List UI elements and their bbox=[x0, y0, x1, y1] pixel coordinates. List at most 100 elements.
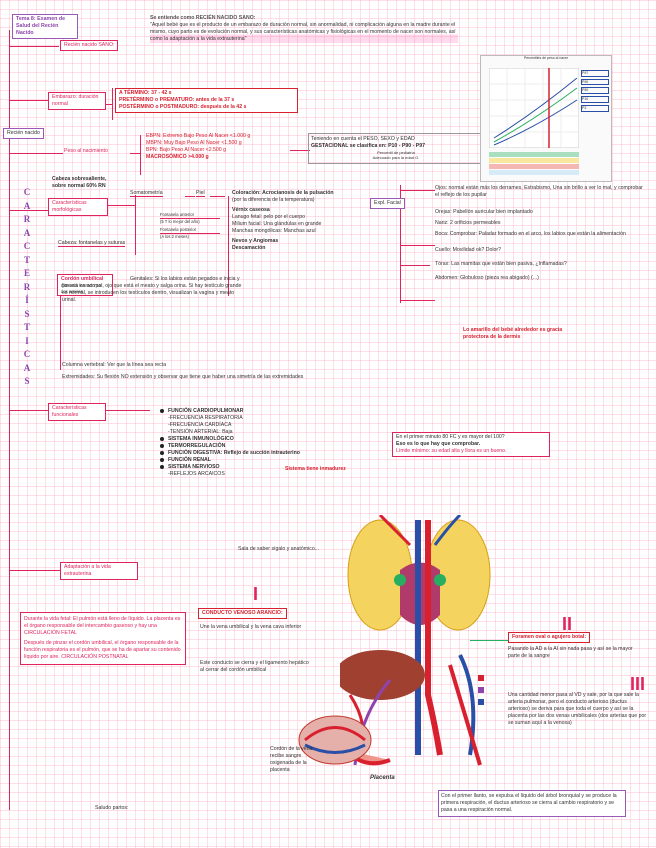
facial-item: Ojos: normal están más los derrames, Est… bbox=[435, 185, 645, 209]
chart-tag: P3 bbox=[581, 105, 609, 112]
piel-item: Lanugo fetal: pelo por el cuerpo bbox=[232, 214, 372, 221]
fontanela-item: Fontanela anterior bbox=[160, 212, 220, 219]
ductus-text: Una cantidad menor pasa al VD y sale, po… bbox=[508, 692, 646, 726]
gestacion-box: A TÉRMINO: 37 - 42 s PRETÉRMINO o PREMAT… bbox=[115, 88, 298, 113]
circ-fetal-box: Durante la vida fetal: El pulmón está ll… bbox=[20, 612, 186, 665]
legend-swatch bbox=[478, 687, 484, 693]
fontanelas-list: Fontanela anterior (5 T lo mejor del año… bbox=[160, 212, 220, 240]
extremidades-block: Extremidades: Su flexión NO extensión y … bbox=[62, 374, 382, 381]
embarazo-label: Embarazo: duración normal bbox=[48, 92, 106, 110]
conducto-title-text: CONDUCTO VENOSO ARANCIO: bbox=[202, 610, 283, 616]
vertical-letter: C bbox=[22, 348, 32, 362]
gestacion-item: A TÉRMINO: 37 - 42 s bbox=[119, 90, 294, 97]
rn-label: Recién nacido bbox=[3, 128, 44, 139]
vertical-letter: C bbox=[22, 186, 32, 200]
vertical-letter: C bbox=[22, 240, 32, 254]
piel-item: (por la diferencia de la temperatura) bbox=[232, 197, 372, 204]
fontanela-item: (A los 2 meses) bbox=[160, 234, 220, 240]
foramen-title-text: Foramen oval o agujero botal: bbox=[512, 634, 586, 640]
gestacion-item: PRETÉRMINO o PREMATURO: antes de la 37 s bbox=[119, 97, 294, 104]
piel-text: Piel bbox=[196, 190, 205, 197]
fontanela-item: (5 T lo mejor del año) bbox=[160, 219, 220, 225]
columna-block: Columna vertebral: Ver que la línea sea … bbox=[62, 362, 262, 369]
adaptacion-text: Adaptación a la vida extrauterina bbox=[64, 564, 111, 577]
percentil-line4: Adecuado para la edad G. bbox=[311, 155, 481, 160]
chart-tag: P50 bbox=[581, 87, 609, 94]
funcion-item: -TENSIÓN ARTERIAL: Baja bbox=[160, 429, 370, 436]
expl-facial-label: Expl. Facial bbox=[370, 198, 405, 209]
percentil-box: Teniendo en cuenta el PESO, SEXO y EDAD … bbox=[308, 133, 484, 164]
chart-caption: Percentiles de peso al nacer bbox=[481, 56, 611, 61]
intro-section: Se entiende como RECIÉN NACIDO SANO: "Aq… bbox=[150, 15, 458, 43]
percentil-line1: Teniendo en cuenta el PESO, SEXO y EDAD bbox=[311, 136, 481, 143]
genitales-text: Genitales: Si los labios están pegados e… bbox=[62, 276, 241, 303]
vertical-letter: A bbox=[22, 227, 32, 241]
chart-tag: P90 bbox=[581, 79, 609, 86]
funcion-item: -FRECUENCIA RESPIRATORIA bbox=[160, 415, 370, 422]
page-title: Tema 8: Examen de Salud del Recién Nacid… bbox=[12, 14, 78, 39]
apgar-line2: Eso es lo que hay que comprobar. bbox=[396, 441, 546, 448]
gestacion-item: POSTÉRMINO o POSTMADURO: después de la 4… bbox=[119, 104, 294, 111]
rn-text: Recién nacido bbox=[7, 130, 40, 136]
rosado-text: Lo amarillo del bebé alrededor es gracia… bbox=[463, 327, 562, 340]
vertical-letter: R bbox=[22, 213, 32, 227]
piel-list: Coloración: Acrocianosis de la pulsación… bbox=[232, 190, 372, 252]
embarazo-text: Embarazo: duración normal bbox=[52, 94, 98, 107]
marker-text: I bbox=[253, 584, 258, 604]
vertical-letter: Í bbox=[22, 294, 32, 308]
vertical-letter: S bbox=[22, 375, 32, 389]
rn-sano-text: Recién nacido SANO: bbox=[64, 42, 114, 48]
cabeza-label: Cabeza: fontanelas y suturas bbox=[58, 240, 125, 247]
percentil-line2: GESTACIONAL se clasifica en: P10 - P90 -… bbox=[311, 143, 481, 150]
ductus-block: Una cantidad menor pasa al VD y sale, po… bbox=[508, 692, 648, 727]
facial-item: Tórax: Las mamitas que están bien pasiva… bbox=[435, 261, 645, 275]
final-note-text: Con el primer llanto, se expulsa el líqu… bbox=[441, 793, 617, 813]
conducto-note: Este conducto se cierra y el ligamento h… bbox=[200, 660, 310, 674]
vertical-letter: A bbox=[22, 362, 32, 376]
extremidades-text: Extremidades: Su flexión NO extensión y … bbox=[62, 374, 303, 380]
vertical-letter: R bbox=[22, 281, 32, 295]
intro-line1: Se entiende como RECIÉN NACIDO SANO: bbox=[150, 15, 458, 22]
somatometria-text: Somatometría bbox=[130, 190, 163, 197]
percentile-chart-thumb: Percentiles de peso al nacer P97 P90 P50… bbox=[480, 55, 612, 182]
final-note-box: Con el primer llanto, se expulsa el líqu… bbox=[438, 790, 626, 817]
apgar-line1: En el primer minuto 80 FC y es mayor del… bbox=[396, 434, 546, 441]
cabeza-text: Cabeza: fontanelas y suturas bbox=[58, 240, 125, 247]
vertical-letter: A bbox=[22, 200, 32, 214]
saludo-label: Saludo partos: bbox=[95, 805, 128, 812]
chart-curves-icon bbox=[489, 68, 579, 148]
rosado-note: Lo amarillo del bebé alrededor es gracia… bbox=[463, 327, 578, 341]
title-text: Tema 8: Examen de Salud del Recién Nacid… bbox=[16, 16, 65, 36]
peso-item: EBPN: Extremo Bajo Peso Al Nacer <1.000 … bbox=[146, 133, 296, 140]
caract-morf-label: Características morfológicas bbox=[48, 198, 108, 216]
foramen-title: Foramen oval o agujero botal: bbox=[508, 632, 590, 643]
funcion-item: -FRECUENCIA CARDÍACA bbox=[160, 422, 370, 429]
funcion-item: FUNCIÓN CARDIOPULMONAR bbox=[160, 408, 370, 415]
funcion-item: FUNCIÓN RENAL bbox=[160, 457, 370, 464]
circ-fetal-p2: Después de pinzar el cordón umbilical, e… bbox=[24, 640, 182, 661]
apgar-box: En el primer minuto 80 FC y es mayor del… bbox=[392, 432, 550, 457]
peso-text: Peso al nacimiento bbox=[64, 148, 108, 154]
piel-item: Coloración: Acrocianosis de la pulsación bbox=[232, 190, 372, 197]
caract-func-label: Características funcionales bbox=[48, 403, 106, 421]
vertical-letter: E bbox=[22, 267, 32, 281]
somatometria-label: Somatometría bbox=[130, 190, 163, 197]
peso-item: BPN: Bajo Peso Al Nacer <2.500 g bbox=[146, 147, 296, 154]
marker-i: I bbox=[253, 582, 258, 606]
vertical-letter: I bbox=[22, 335, 32, 349]
vertical-letter: T bbox=[22, 321, 32, 335]
pesos-list: EBPN: Extremo Bajo Peso Al Nacer <1.000 … bbox=[146, 133, 296, 161]
foramen-line: Pasando la AD a la AI sin nada pasa y as… bbox=[508, 646, 638, 660]
foramen-line-text: Pasando la AD a la AI sin nada pasa y as… bbox=[508, 646, 633, 659]
legend-swatch bbox=[478, 699, 484, 705]
expl-facial-text: Expl. Facial bbox=[374, 200, 401, 206]
legend-swatches bbox=[478, 675, 484, 705]
rn-sano-label: Recién nacido SANO: bbox=[60, 40, 118, 51]
chart-tags: P97 P90 P50 P10 P3 bbox=[581, 70, 609, 112]
fontanela-item: Fontanela posterior bbox=[160, 227, 220, 234]
vertical-letter: S bbox=[22, 308, 32, 322]
piel-item: Manchas mongólicas: Manchas azul bbox=[232, 228, 372, 235]
cordon-note: Cordón de la vena: recibe sangre oxigena… bbox=[270, 746, 320, 774]
piel-label: Piel bbox=[196, 190, 205, 197]
inmadurez-text: Sistema tiene inmadurez bbox=[285, 466, 346, 472]
